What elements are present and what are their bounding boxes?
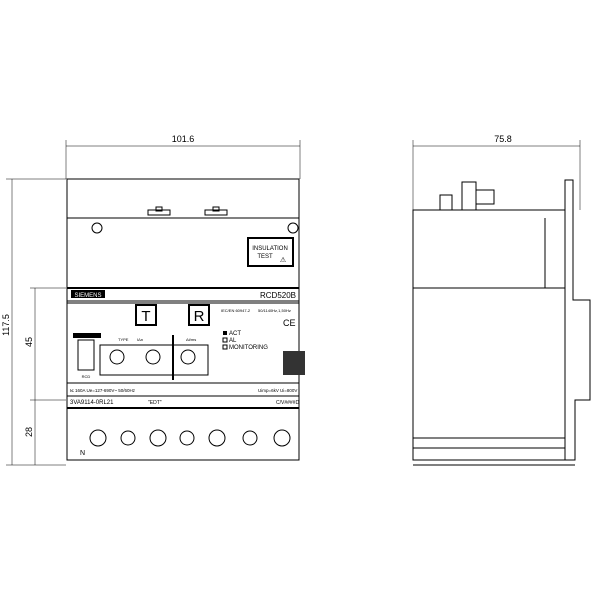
indicators: ACT AL MONITORING xyxy=(222,331,268,351)
upper-height-label: 45 xyxy=(24,337,34,347)
svg-text:TYPE: TYPE xyxy=(118,337,129,342)
svg-text:RCD: RCD xyxy=(82,374,91,379)
svg-text:T: T xyxy=(141,308,150,325)
total-height-label: 117.5 xyxy=(1,314,11,336)
ratings-label: I≤ 160A Ue=127-690V~ 50/60Hz xyxy=(70,388,136,393)
cert-label: C/V####D xyxy=(276,400,299,406)
warning-icon: ⚠ xyxy=(280,256,286,264)
uimp-label: Uimp=6kV xyxy=(258,388,279,393)
frequency-label: 50/1140Hz,1,50Hz xyxy=(258,308,291,313)
dimension-front-width: 101.6 xyxy=(65,134,301,179)
lower-height-label: 28 xyxy=(24,427,34,437)
settings-panel: RCD TYPE IΔn Δt/ms xyxy=(73,333,209,380)
svg-text:TEST: TEST xyxy=(257,254,273,260)
side-view xyxy=(412,179,591,466)
order-number: 3VA9114-0RL21 xyxy=(70,400,114,406)
svg-text:ACT: ACT xyxy=(229,331,241,337)
svg-text:MONITORING: MONITORING xyxy=(229,345,268,351)
screw-icon xyxy=(287,222,299,234)
standard-label: IEC/EN 60947-2 xyxy=(221,308,251,313)
terminals: N xyxy=(67,429,299,461)
insulation-test-label: INSULATION TEST ⚠ xyxy=(247,237,294,267)
svg-text:INSULATION: INSULATION xyxy=(252,246,288,252)
dt-dial[interactable] xyxy=(180,349,196,365)
reset-button[interactable]: R xyxy=(188,304,210,326)
svg-text:IΔn: IΔn xyxy=(137,337,143,342)
ui-label: Ui=800V xyxy=(280,388,297,393)
test-button[interactable]: T xyxy=(135,304,157,326)
type-dial[interactable] xyxy=(109,349,125,365)
front-width-label: 101.6 xyxy=(172,134,195,144)
in-dial[interactable] xyxy=(145,349,161,365)
side-width-label: 75.8 xyxy=(494,134,512,144)
model-label: RCD520B xyxy=(260,291,296,300)
front-view: INSULATION TEST ⚠ SIEMENS RCD520B T R IE… xyxy=(66,178,305,461)
svg-text:N: N xyxy=(80,450,85,457)
brand-logo: SIEMENS xyxy=(74,293,101,299)
edt-label: "EDT" xyxy=(148,400,162,406)
dimension-side-width: 75.8 xyxy=(412,134,581,210)
svg-text:R: R xyxy=(194,308,205,325)
svg-text:AL: AL xyxy=(229,338,237,344)
dimension-heights: 117.5 45 28 xyxy=(1,178,66,466)
svg-text:Δt/ms: Δt/ms xyxy=(186,337,196,342)
qr-code xyxy=(283,351,305,375)
screw-icon xyxy=(91,222,103,234)
ce-mark: CE xyxy=(283,318,296,328)
